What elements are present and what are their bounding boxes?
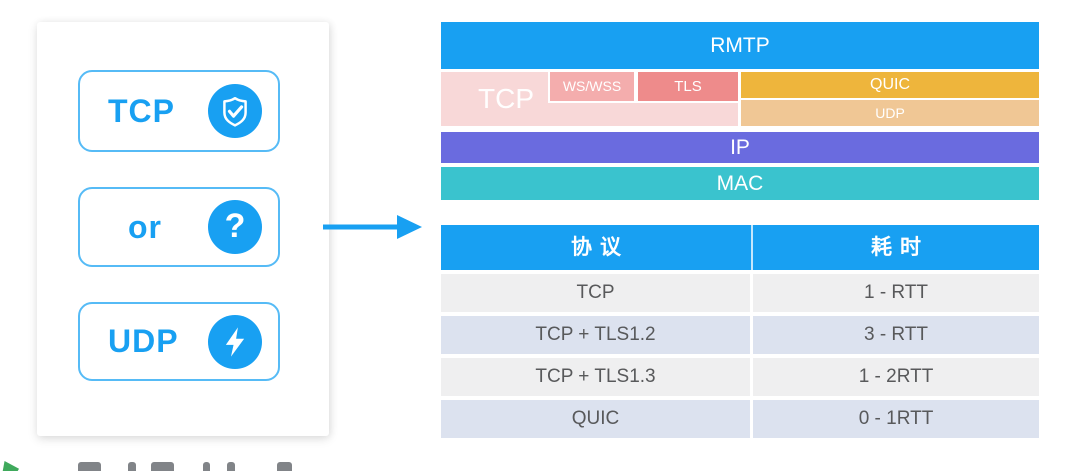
watermark-text-fragment — [128, 462, 136, 471]
cell-time: 1 - RTT — [753, 274, 1039, 312]
watermark-text-fragment — [227, 462, 235, 471]
cell-time: 0 - 1RTT — [753, 400, 1039, 438]
layer-quic-udp-column: QUIC UDP — [741, 72, 1039, 126]
table-row: TCP 1 - RTT — [441, 274, 1039, 312]
comparison-table: 协议 耗时 TCP 1 - RTT TCP + TLS1.2 3 - RTT T… — [441, 225, 1039, 438]
layer-tls: TLS — [638, 72, 738, 101]
layer-tcp: TCP WS/WSS TLS — [441, 72, 738, 126]
green-logo-icon — [2, 461, 19, 471]
question-mark-icon: ? — [208, 200, 262, 254]
right-arrow-icon — [323, 215, 422, 239]
watermark-text-fragment — [277, 462, 292, 471]
option-or: or ? — [78, 187, 280, 267]
col-header-time: 耗时 — [871, 236, 929, 259]
layer-ws-wss: WS/WSS — [550, 72, 634, 101]
table-row: TCP + TLS1.2 3 - RTT — [441, 316, 1039, 354]
layer-ip: IP — [441, 132, 1039, 163]
cell-protocol: QUIC — [441, 400, 753, 438]
layer-udp: UDP — [741, 100, 1039, 126]
watermark-text-fragment — [203, 462, 210, 471]
options-card: TCP or ? UDP — [37, 22, 329, 436]
cell-time: 3 - RTT — [753, 316, 1039, 354]
option-tcp-label: TCP — [108, 92, 175, 129]
cell-protocol: TCP — [441, 274, 753, 312]
watermark-text-fragment — [78, 462, 101, 471]
layer-mac: MAC — [441, 167, 1039, 200]
col-header-protocol: 协议 — [441, 225, 753, 270]
lightning-icon — [208, 314, 262, 369]
table-header-row: 协议 耗时 — [441, 225, 1039, 270]
shield-check-icon — [208, 84, 262, 138]
protocol-stack: RMTP TCP WS/WSS TLS QUIC UDP IP MAC — [441, 22, 1039, 200]
layer-quic: QUIC — [741, 72, 1039, 98]
layer-tcp-label: TCP — [478, 83, 534, 114]
question-mark-glyph: ? — [224, 207, 246, 245]
cell-protocol: TCP + TLS1.2 — [441, 316, 753, 354]
option-or-label: or — [128, 208, 162, 245]
layer-transport-band: TCP WS/WSS TLS QUIC UDP — [441, 72, 1039, 126]
table-row: TCP + TLS1.3 1 - 2RTT — [441, 358, 1039, 396]
option-udp-label: UDP — [108, 323, 179, 359]
option-tcp: TCP — [78, 70, 280, 152]
cell-time: 1 - 2RTT — [753, 358, 1039, 396]
watermark-fragment — [0, 458, 320, 471]
cell-protocol: TCP + TLS1.3 — [441, 358, 753, 396]
table-row: QUIC 0 - 1RTT — [441, 400, 1039, 438]
option-udp: UDP — [78, 302, 280, 381]
watermark-text-fragment — [151, 462, 174, 471]
layer-rmtp: RMTP — [441, 22, 1039, 69]
